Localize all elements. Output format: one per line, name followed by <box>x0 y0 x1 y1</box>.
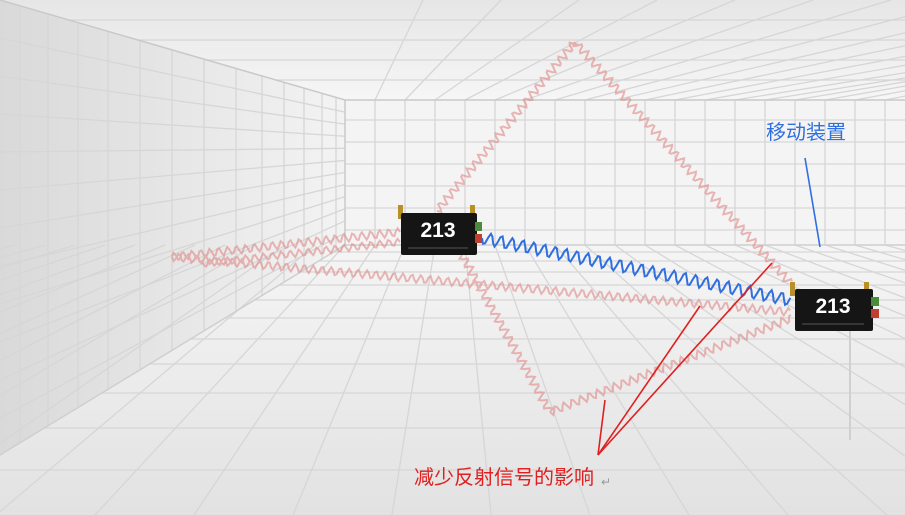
grid-line <box>434 0 580 101</box>
reflection-pointer <box>597 399 606 456</box>
grid-line <box>614 32 905 101</box>
floor <box>0 245 905 515</box>
device-body <box>795 289 873 331</box>
grid-line <box>584 15 905 101</box>
device-connector <box>871 309 879 318</box>
grid-line <box>614 244 905 457</box>
grid-line <box>0 75 346 125</box>
reflected-wave <box>571 41 793 283</box>
grid-line <box>0 208 346 343</box>
grid-line <box>0 183 346 267</box>
grid-line <box>734 72 905 101</box>
mobile-device-annotation: 移动装置 <box>766 120 846 248</box>
device-number: 213 <box>815 295 850 318</box>
grid-line <box>374 0 424 101</box>
grid-line <box>0 159 346 191</box>
grid-line <box>464 0 658 101</box>
reflection-annotation: 减少反射信号的影响 ↵ <box>414 262 773 489</box>
device-antenna <box>398 205 403 219</box>
reflected-wave <box>199 237 401 269</box>
grid-line <box>0 113 346 137</box>
device-antenna <box>470 205 475 219</box>
reflected-wave <box>436 41 579 214</box>
device-antenna <box>790 282 795 296</box>
return-mark-icon: ↵ <box>601 475 611 489</box>
reflected-wave <box>457 254 555 413</box>
reflection-label: 减少反射信号的影响 <box>414 465 594 489</box>
grid-line <box>764 244 905 299</box>
grid-line <box>0 244 226 362</box>
grid-line <box>0 244 166 313</box>
grid-line <box>0 244 256 397</box>
device-number: 213 <box>420 219 455 242</box>
device-connector <box>475 222 482 231</box>
grid-line <box>704 64 905 101</box>
grid-line <box>644 244 905 406</box>
reflection-pointer <box>597 262 773 456</box>
grid-line <box>644 45 905 101</box>
grid-line <box>674 55 905 101</box>
grid-line <box>764 77 905 101</box>
grid-line <box>524 0 814 101</box>
grid-line <box>0 244 136 296</box>
mobile-device-label: 移动装置 <box>766 120 846 144</box>
grid-line <box>0 244 286 445</box>
reflected-signals <box>171 41 793 417</box>
grid-line <box>0 196 346 305</box>
reflected-wave <box>171 226 401 262</box>
device-connector <box>871 297 879 306</box>
direct-signal <box>481 231 792 307</box>
grid-line <box>0 37 346 113</box>
fixed-device: 213 <box>398 205 482 255</box>
mobile-device-pointer <box>804 157 821 248</box>
grid-line <box>494 0 736 101</box>
grid-line <box>0 171 346 229</box>
device-body <box>401 213 477 255</box>
grid-line <box>0 147 346 153</box>
direct-wave <box>481 231 792 307</box>
grid-line <box>794 81 905 101</box>
mobile-device: 213 <box>790 282 879 440</box>
reflection-pointer <box>597 305 701 456</box>
reflected-wave <box>549 314 792 417</box>
device-connector <box>475 234 482 243</box>
grid-line <box>0 244 196 335</box>
grid-line <box>404 0 502 101</box>
